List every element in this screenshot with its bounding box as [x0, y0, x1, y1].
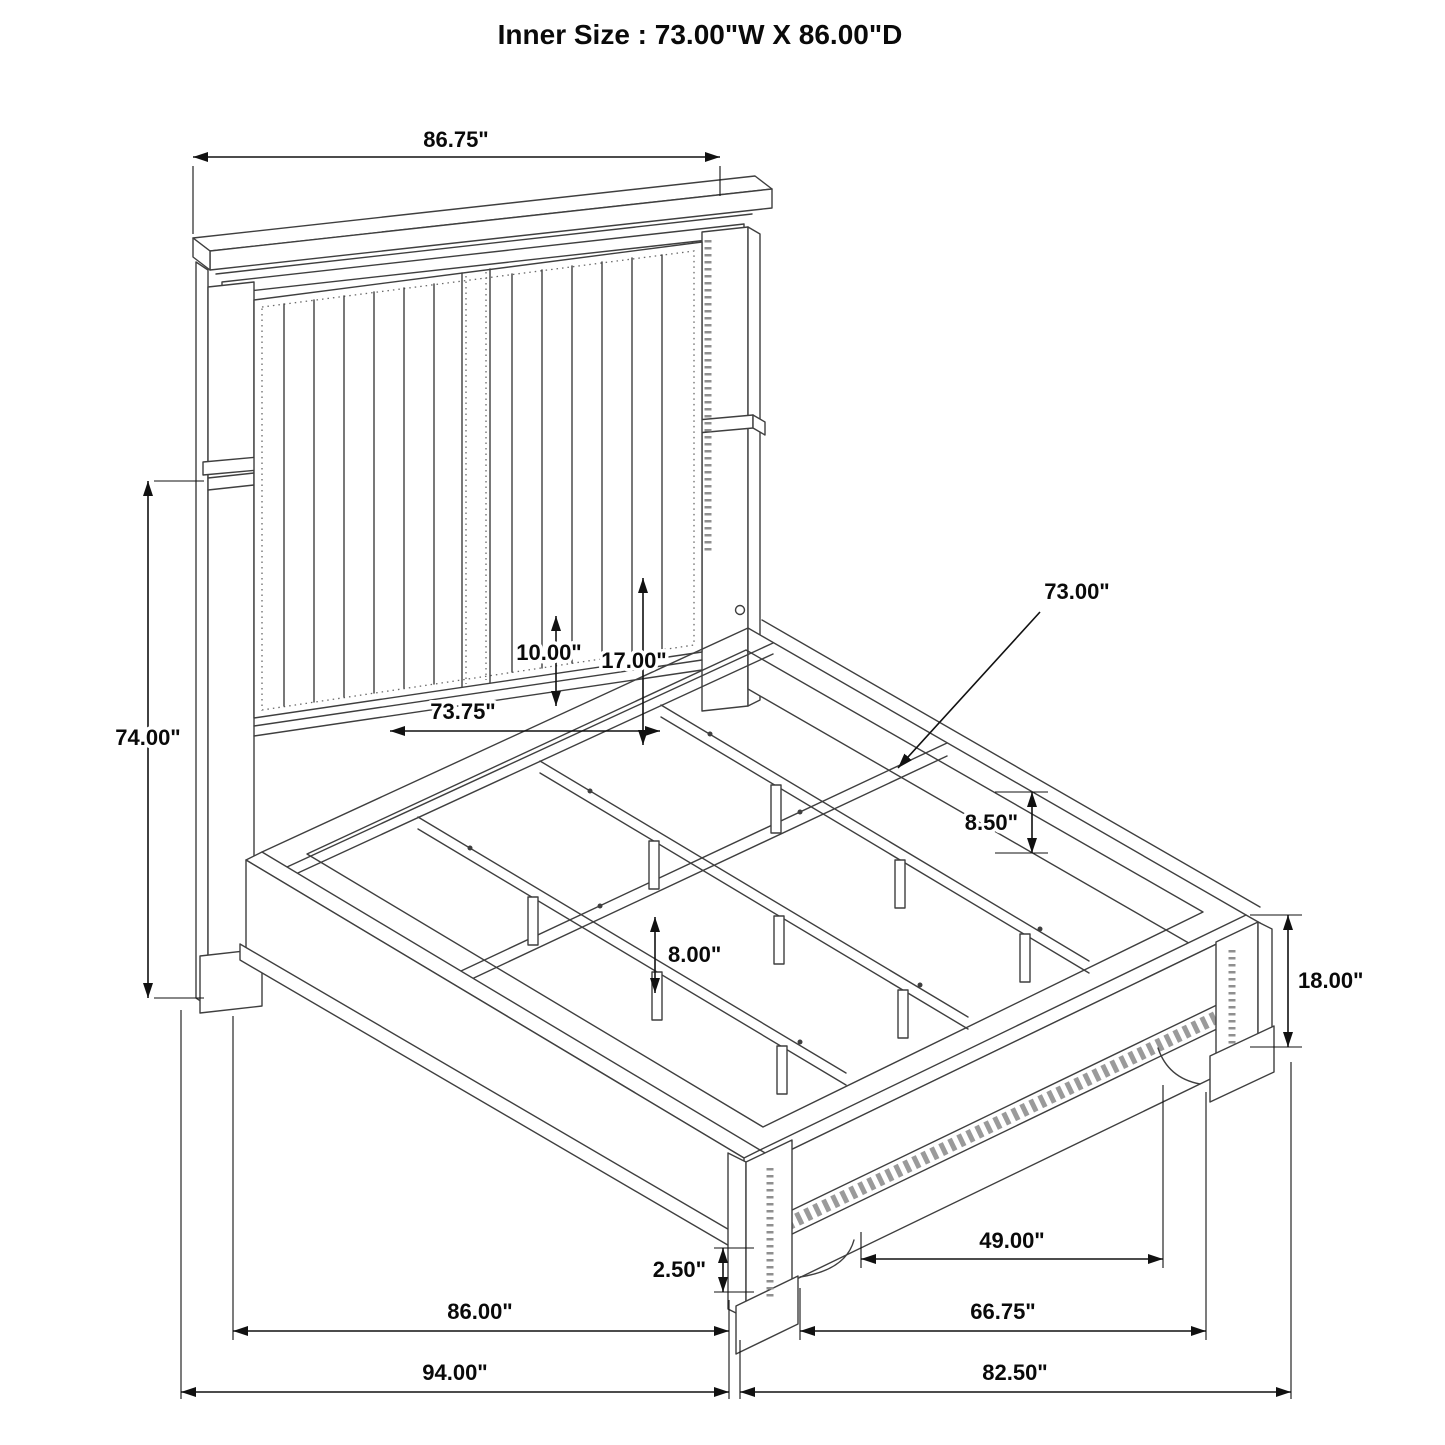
center-cross-rail	[460, 742, 948, 985]
diagram-title: Inner Size : 73.00"W X 86.00"D	[498, 19, 903, 50]
dim-label-panel-gap: 10.00"	[516, 640, 581, 665]
dim-headboard-height: 74.00"	[112, 480, 204, 999]
dim-footboard-inner-width: 49.00"	[860, 1085, 1164, 1268]
footboard	[727, 914, 1275, 1355]
dim-overall-width: 82.50"	[739, 1062, 1292, 1399]
dim-leg-height: 8.00"	[650, 917, 725, 993]
dim-overall-depth: 94.00"	[180, 1010, 729, 1399]
dim-label-rail-height: 8.50"	[965, 810, 1018, 835]
headboard	[192, 175, 773, 1014]
dim-label-overall-width: 82.50"	[982, 1360, 1047, 1385]
dim-label-slat-length: 73.00"	[1044, 579, 1109, 604]
far-side-rail	[734, 604, 1261, 977]
dim-label-footboard-height: 18.00"	[1298, 968, 1363, 993]
dim-label-foot-height: 2.50"	[653, 1257, 706, 1282]
dim-label-panel-height: 17.00"	[601, 648, 666, 673]
screw-dots	[467, 731, 1043, 1045]
dim-headboard-inner-width: 73.75"	[390, 696, 660, 736]
dim-label-headboard-width: 86.75"	[423, 127, 488, 152]
dim-label-headboard-height: 74.00"	[115, 725, 180, 750]
apron-curve-left	[799, 1239, 855, 1278]
dim-label-footboard-inner-width: 49.00"	[979, 1228, 1044, 1253]
dim-foot-height: 2.50"	[649, 1247, 754, 1293]
dim-side-rail-length: 86.00"	[232, 1016, 730, 1399]
bed-line-drawing	[192, 175, 1275, 1355]
dim-panel-gap: 10.00"	[513, 616, 585, 706]
dim-label-footboard-width: 66.75"	[970, 1299, 1035, 1324]
dim-label-overall-depth: 94.00"	[422, 1360, 487, 1385]
dim-panel-height: 17.00"	[598, 578, 670, 745]
dim-footboard-width: 66.75"	[799, 1092, 1207, 1340]
dimension-annotations: 86.75" 74.00" 10.00" 17.00" 73.75" 73.00…	[112, 124, 1367, 1399]
dim-slat-length: 73.00"	[897, 576, 1113, 769]
dim-footboard-height: 18.00"	[1250, 914, 1367, 1048]
dim-headboard-width: 86.75"	[192, 124, 721, 234]
dim-label-headboard-inner-width: 73.75"	[430, 699, 495, 724]
dim-label-leg-height: 8.00"	[668, 942, 721, 967]
slat-support-system	[261, 627, 1204, 1128]
apron-curve-right	[1157, 1047, 1201, 1085]
near-side-rail	[239, 851, 761, 1259]
dim-rail-height: 8.50"	[961, 791, 1048, 854]
bolt-hole	[734, 604, 746, 616]
dim-label-side-rail-length: 86.00"	[447, 1299, 512, 1324]
